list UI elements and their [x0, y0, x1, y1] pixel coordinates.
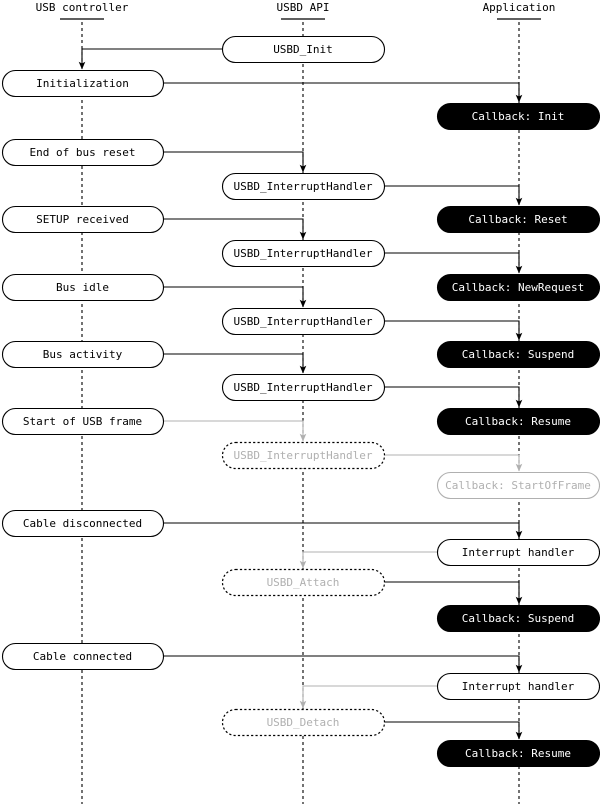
node-label-n13: Callback: Suspend: [462, 348, 575, 361]
lifeline-label-usb: USB controller: [36, 1, 129, 14]
node-box-n5[interactable]: [221, 172, 386, 201]
node-box-n21[interactable]: [221, 568, 386, 597]
node-n24[interactable]: Interrupt handler: [436, 672, 600, 701]
node-n14[interactable]: USBD_InterruptHandler: [221, 373, 386, 402]
node-n9[interactable]: Bus idle: [1, 273, 165, 302]
node-n11[interactable]: USBD_InterruptHandler: [221, 307, 386, 336]
node-box-n12[interactable]: [1, 340, 165, 369]
node-box-n17[interactable]: [221, 441, 386, 470]
message-n23-to-n24: [163, 655, 523, 673]
node-label-n6: SETUP received: [36, 213, 129, 226]
message-n20-to-n21: [299, 551, 437, 569]
node-label-n24: Interrupt handler: [462, 680, 575, 693]
node-label-n26: Callback: Resume: [465, 747, 571, 760]
node-n18[interactable]: Callback: StartOfFrame: [436, 471, 600, 500]
node-box-n9[interactable]: [1, 273, 165, 302]
message-n24-to-n25: [299, 685, 437, 709]
node-label-n16: Callback: Resume: [465, 415, 571, 428]
message-n5-to-n7: [384, 185, 523, 206]
message-n1-to-n2: [78, 48, 222, 70]
message-n19-to-n20: [163, 522, 523, 539]
node-n13[interactable]: Callback: Suspend: [436, 340, 600, 369]
message-n4-to-n5: [163, 151, 307, 173]
node-n21[interactable]: USBD_Attach: [221, 568, 386, 597]
node-n12[interactable]: Bus activity: [1, 340, 165, 369]
node-label-n20: Interrupt handler: [462, 546, 575, 559]
node-n22[interactable]: Callback: Suspend: [436, 604, 600, 633]
node-box-n6[interactable]: [1, 205, 165, 234]
node-label-n25: USBD_Detach: [267, 716, 340, 729]
node-n4[interactable]: End of bus reset: [1, 138, 165, 167]
node-n7[interactable]: Callback: Reset: [436, 205, 600, 234]
message-n2-to-n3: [163, 82, 523, 103]
node-label-n7: Callback: Reset: [468, 213, 567, 226]
node-n2[interactable]: Initialization: [1, 69, 165, 98]
message-n15-to-n17: [163, 420, 307, 442]
node-n1[interactable]: USBD_Init: [221, 35, 386, 64]
message-n21-to-n22: [384, 581, 523, 605]
node-box-n23[interactable]: [1, 642, 165, 671]
node-label-n2: Initialization: [36, 77, 129, 90]
message-n11-to-n13: [384, 320, 523, 341]
node-label-n21: USBD_Attach: [267, 576, 340, 589]
node-label-n1: USBD_Init: [273, 43, 333, 56]
node-label-n3: Callback: Init: [472, 110, 565, 123]
message-n17-to-n18: [384, 454, 523, 472]
node-label-n11: USBD_InterruptHandler: [233, 315, 372, 328]
node-box-n4[interactable]: [1, 138, 165, 167]
node-n19[interactable]: Cable disconnected: [1, 509, 165, 538]
message-n12-to-n14: [163, 353, 307, 374]
node-n26[interactable]: Callback: Resume: [436, 739, 600, 768]
node-box-n2[interactable]: [1, 69, 165, 98]
node-n5[interactable]: USBD_InterruptHandler: [221, 172, 386, 201]
message-n8-to-n10: [384, 252, 523, 274]
node-n3[interactable]: Callback: Init: [436, 102, 600, 131]
node-label-n17: USBD_InterruptHandler: [233, 449, 372, 462]
node-label-n8: USBD_InterruptHandler: [233, 247, 372, 260]
node-label-n5: USBD_InterruptHandler: [233, 180, 372, 193]
lifeline-api: USBD API: [277, 1, 330, 804]
message-n9-to-n11: [163, 286, 307, 308]
lifeline-usb: USB controller: [36, 1, 129, 804]
node-n23[interactable]: Cable connected: [1, 642, 165, 671]
node-n16[interactable]: Callback: Resume: [436, 407, 600, 436]
node-n10[interactable]: Callback: NewRequest: [436, 273, 600, 302]
node-label-n14: USBD_InterruptHandler: [233, 381, 372, 394]
node-label-n19: Cable disconnected: [23, 517, 142, 530]
node-box-n14[interactable]: [221, 373, 386, 402]
node-label-n4: End of bus reset: [30, 146, 136, 159]
node-label-n22: Callback: Suspend: [462, 612, 575, 625]
messages-layer: [78, 48, 523, 740]
node-label-n18: Callback: StartOfFrame: [445, 479, 591, 492]
node-label-n23: Cable connected: [33, 650, 132, 663]
node-box-n8[interactable]: [221, 239, 386, 268]
node-box-n19[interactable]: [1, 509, 165, 538]
node-n20[interactable]: Interrupt handler: [436, 538, 600, 567]
node-box-n25[interactable]: [221, 708, 386, 737]
lifeline-label-api: USBD API: [277, 1, 330, 14]
node-n17[interactable]: USBD_InterruptHandler: [221, 441, 386, 470]
node-box-n15[interactable]: [1, 407, 165, 436]
lifeline-label-app: Application: [483, 1, 556, 14]
node-box-n1[interactable]: [221, 35, 386, 64]
node-label-n9: Bus idle: [56, 281, 109, 294]
node-label-n10: Callback: NewRequest: [452, 281, 584, 294]
message-n14-to-n16: [384, 386, 523, 408]
node-box-n11[interactable]: [221, 307, 386, 336]
node-n6[interactable]: SETUP received: [1, 205, 165, 234]
node-n15[interactable]: Start of USB frame: [1, 407, 165, 436]
node-n8[interactable]: USBD_InterruptHandler: [221, 239, 386, 268]
message-n6-to-n8: [163, 218, 307, 240]
message-n25-to-n26: [384, 721, 523, 740]
node-n25[interactable]: USBD_Detach: [221, 708, 386, 737]
node-label-n15: Start of USB frame: [23, 415, 142, 428]
node-label-n12: Bus activity: [43, 348, 123, 361]
